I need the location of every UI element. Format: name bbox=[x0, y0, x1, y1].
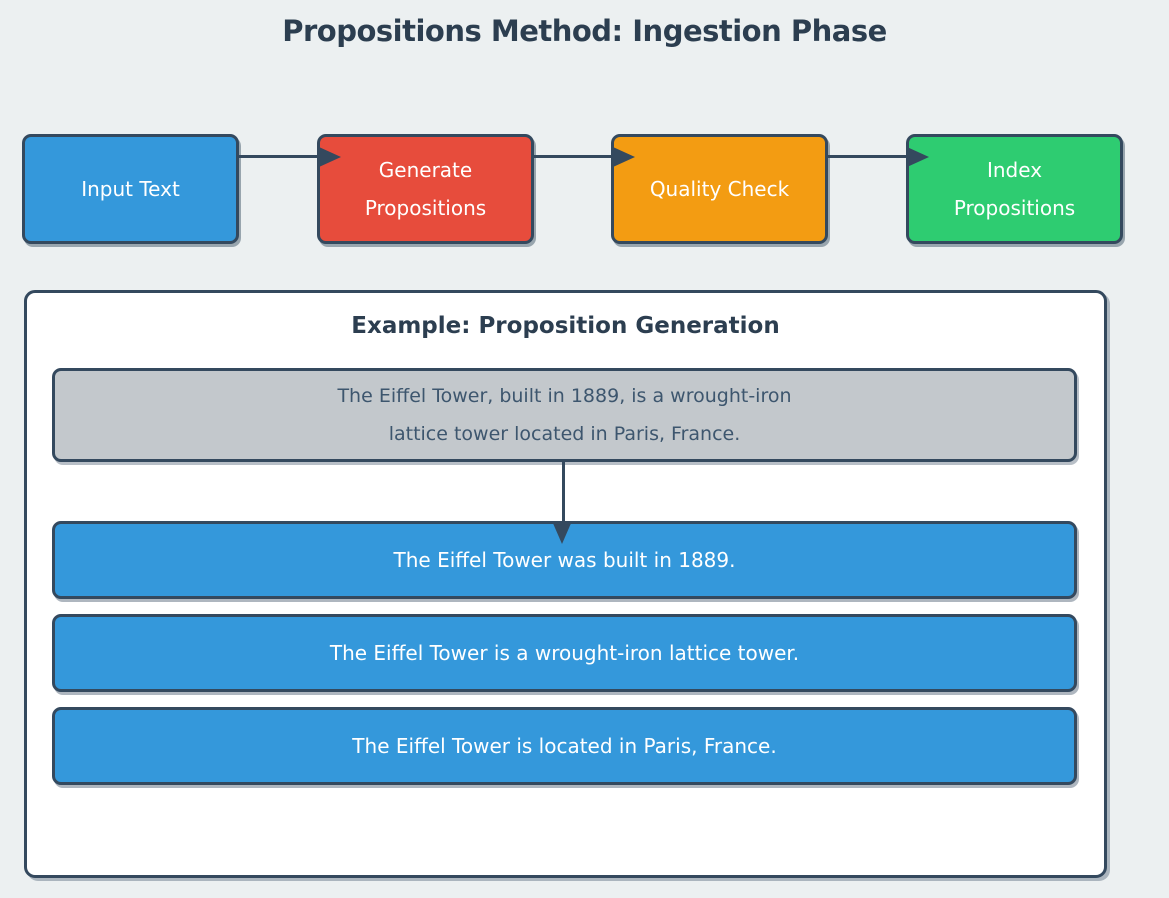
proposition-text: The Eiffel Tower is a wrought-iron latti… bbox=[329, 641, 800, 665]
proposition-box: The Eiffel Tower is located in Paris, Fr… bbox=[52, 707, 1077, 785]
example-panel: Example: Proposition Generation The Eiff… bbox=[24, 290, 1107, 878]
arrow-right-icon bbox=[319, 147, 341, 167]
flow-step-label: Index Propositions bbox=[953, 158, 1076, 220]
proposition-box: The Eiffel Tower is a wrought-iron latti… bbox=[52, 614, 1077, 692]
source-text-box: The Eiffel Tower, built in 1889, is a wr… bbox=[52, 368, 1077, 462]
arrow-right-icon bbox=[613, 147, 635, 167]
proposition-text: The Eiffel Tower was built in 1889. bbox=[393, 548, 736, 572]
connector-line bbox=[827, 155, 909, 158]
flow-step-index-propositions: Index Propositions bbox=[906, 134, 1123, 244]
page-title: Propositions Method: Ingestion Phase bbox=[282, 14, 887, 48]
connector-line bbox=[238, 155, 321, 158]
connector-line bbox=[533, 155, 615, 158]
source-text: The Eiffel Tower, built in 1889, is a wr… bbox=[337, 385, 792, 445]
flow-step-label: Quality Check bbox=[649, 177, 790, 201]
proposition-text: The Eiffel Tower is located in Paris, Fr… bbox=[352, 734, 777, 758]
example-panel-title: Example: Proposition Generation bbox=[351, 313, 780, 339]
arrow-down-icon bbox=[552, 521, 572, 544]
flow-step-generate-propositions: Generate Propositions bbox=[317, 134, 534, 244]
flow-step-label: Generate Propositions bbox=[364, 158, 487, 220]
flow-step-input-text: Input Text bbox=[22, 134, 239, 244]
connector-line bbox=[562, 462, 565, 522]
flow-step-quality-check: Quality Check bbox=[611, 134, 828, 244]
arrow-right-icon bbox=[907, 147, 929, 167]
flow-step-label: Input Text bbox=[81, 177, 180, 201]
